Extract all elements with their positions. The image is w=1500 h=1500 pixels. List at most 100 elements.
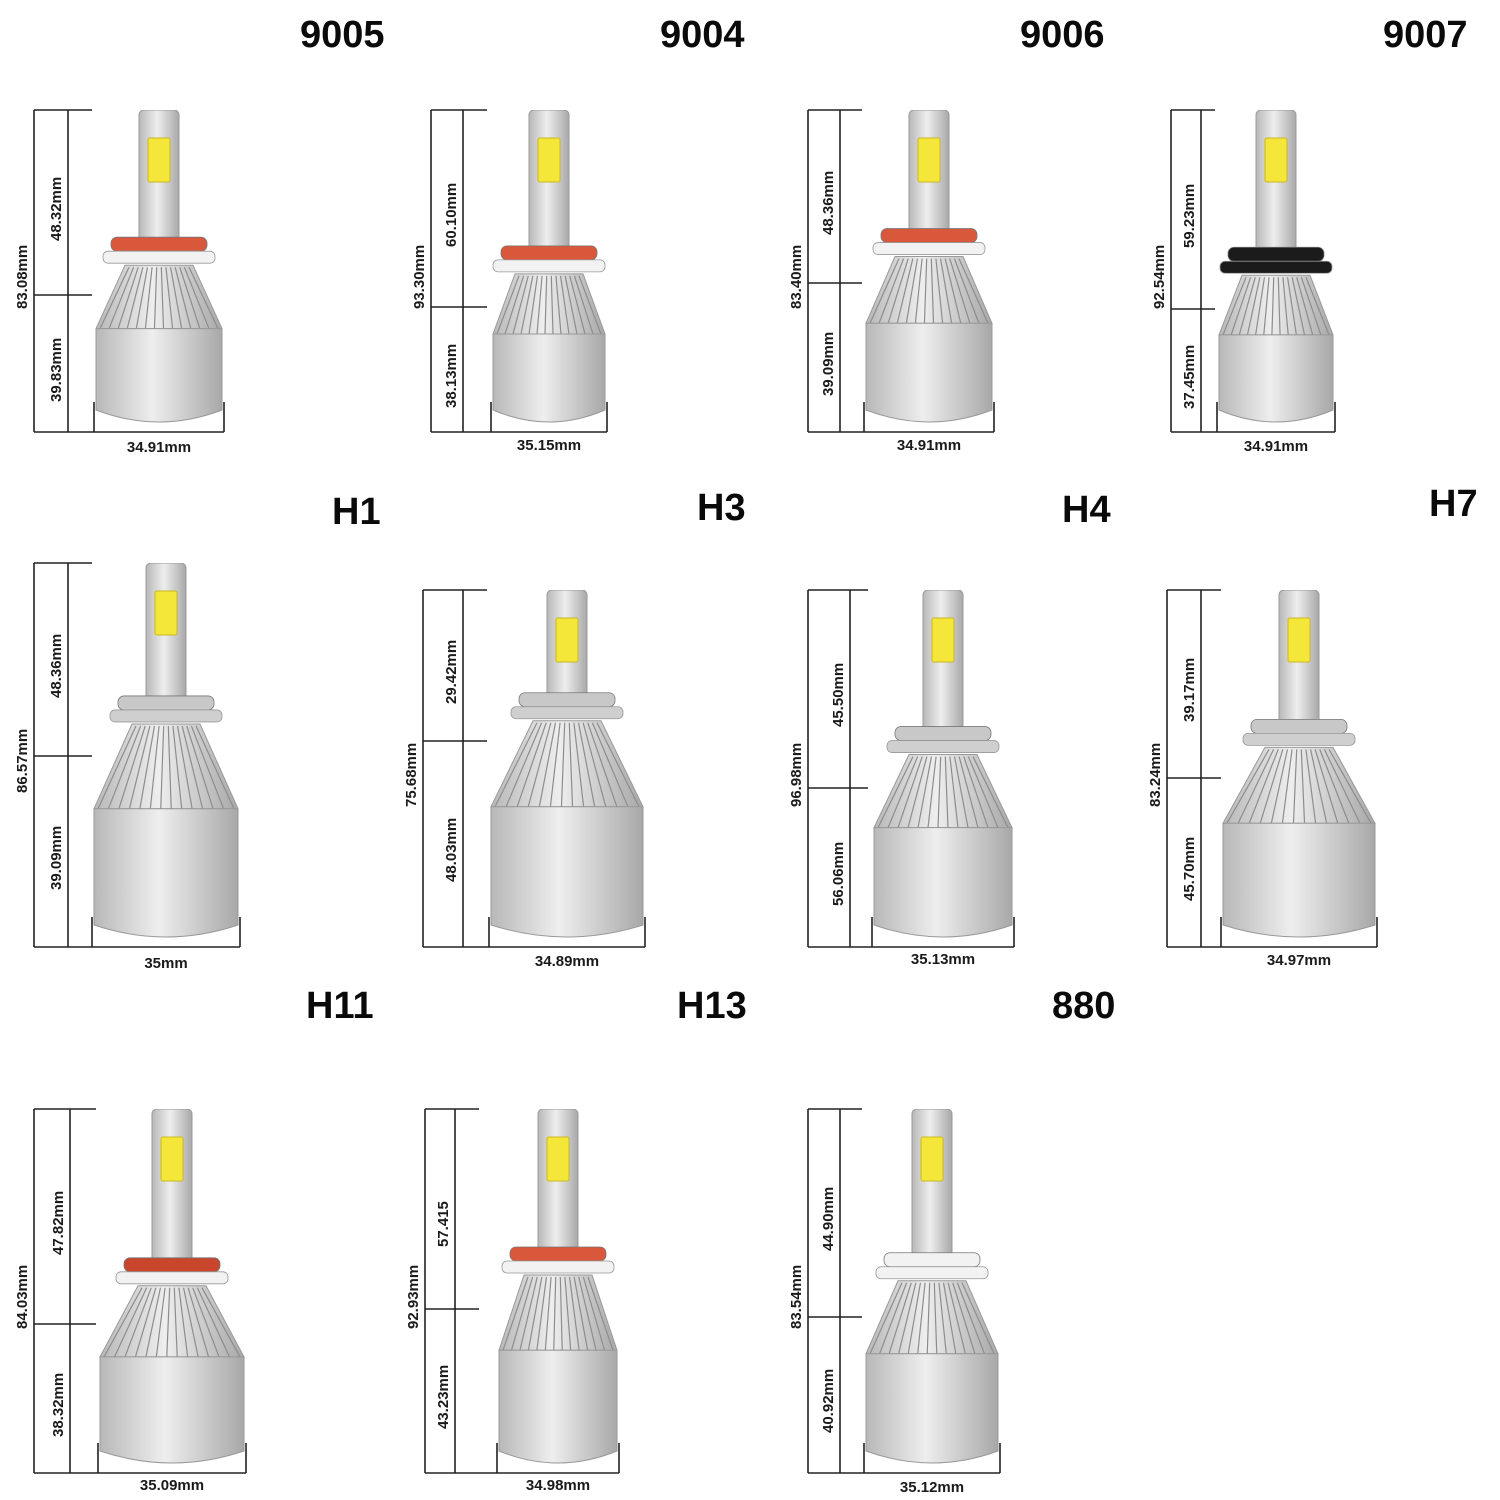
lower-height-label: 39.83mm <box>48 337 65 402</box>
upper-height-label: 44.90mm <box>820 1186 837 1251</box>
bulb-body <box>1222 822 1376 938</box>
bulb-socket-base <box>875 1266 989 1280</box>
led-chip <box>160 1136 184 1182</box>
bulb-body <box>93 808 239 938</box>
bulb-collar <box>880 228 978 243</box>
lower-height-label: 37.45mm <box>1181 344 1198 409</box>
total-height-label: 83.54mm <box>788 1264 805 1329</box>
width-label: 34.91mm <box>1243 438 1309 455</box>
width-label: 35.13mm <box>910 951 976 968</box>
heatsink-fins <box>873 754 1013 829</box>
total-height-label: 83.08mm <box>14 244 31 309</box>
bulb-collar <box>117 695 215 711</box>
led-chip <box>1287 617 1311 663</box>
width-label: 34.89mm <box>534 953 600 970</box>
width-label: 34.91mm <box>126 439 192 456</box>
lower-height-label: 56.06mm <box>830 841 847 906</box>
total-height-label: 96.98mm <box>788 742 805 807</box>
led-chip <box>546 1136 570 1182</box>
led-bulb-illustration <box>490 590 644 938</box>
led-chip <box>1264 137 1288 183</box>
model-title: H3 <box>697 487 746 529</box>
bulb-body <box>95 328 223 423</box>
bulb-stem <box>151 1109 193 1265</box>
model-title: 9004 <box>660 14 745 56</box>
bulb-collar <box>110 236 208 252</box>
led-bulb-illustration <box>498 1109 618 1464</box>
heatsink-fins <box>1218 274 1334 336</box>
heatsink-fins <box>498 1274 618 1351</box>
model-title: 880 <box>1052 985 1116 1027</box>
upper-height-label: 48.36mm <box>48 633 65 698</box>
total-height-label: 92.93mm <box>405 1264 422 1329</box>
model-title: H1 <box>332 491 381 533</box>
led-bulb-illustration <box>492 110 606 423</box>
bulb-socket-base <box>1219 260 1333 274</box>
bulb-socket-base <box>872 242 986 255</box>
led-bulb-illustration <box>95 110 223 423</box>
heatsink-fins <box>492 273 606 335</box>
bulb-stem <box>911 1109 953 1260</box>
bulb-socket-base <box>109 709 223 723</box>
bulb-collar <box>518 692 616 708</box>
led-chip <box>147 137 171 183</box>
width-label: 34.98mm <box>525 1477 591 1494</box>
led-bulb-illustration <box>865 110 993 423</box>
model-title: 9005 <box>300 14 385 56</box>
lower-height-label: 38.32mm <box>50 1372 67 1437</box>
lower-height-label: 48.03mm <box>443 817 460 882</box>
width-label: 34.91mm <box>896 437 962 454</box>
led-chip <box>154 590 178 636</box>
bulb-collar <box>894 726 992 741</box>
width-label: 35.15mm <box>516 437 582 454</box>
bulb-body <box>492 333 606 423</box>
bulb-body <box>865 322 993 423</box>
lower-height-label: 45.70mm <box>1181 836 1198 901</box>
heatsink-fins <box>490 720 644 808</box>
model-title: 9007 <box>1383 14 1468 56</box>
lower-height-label: 40.92mm <box>820 1368 837 1433</box>
bulb-collar <box>1250 718 1348 734</box>
bulb-collar <box>509 1246 607 1262</box>
upper-height-label: 29.42mm <box>443 639 460 704</box>
upper-height-label: 39.17mm <box>1181 657 1198 722</box>
bulb-socket-base <box>115 1271 229 1285</box>
led-chip <box>931 617 955 663</box>
led-chip <box>555 617 579 663</box>
heatsink-fins <box>99 1285 245 1358</box>
total-height-label: 84.03mm <box>14 1264 31 1329</box>
model-title: H11 <box>306 985 374 1027</box>
total-height-label: 83.40mm <box>788 244 805 309</box>
total-height-label: 86.57mm <box>14 728 31 793</box>
bulb-body <box>498 1349 618 1464</box>
bulb-socket-base <box>886 740 1000 753</box>
upper-height-label: 57.415 <box>435 1201 452 1247</box>
total-height-label: 83.24mm <box>1147 742 1164 807</box>
heatsink-fins <box>93 723 239 810</box>
led-bulb-illustration <box>865 1109 999 1464</box>
led-bulb-illustration <box>1218 110 1334 423</box>
model-title: H4 <box>1062 489 1111 531</box>
led-bulb-illustration <box>1222 590 1376 938</box>
led-chip <box>917 137 941 183</box>
width-label: 35.12mm <box>899 1479 965 1496</box>
bulb-collar <box>1227 246 1325 262</box>
lower-height-label: 38.13mm <box>443 343 460 408</box>
total-height-label: 75.68mm <box>403 742 420 807</box>
upper-height-label: 45.50mm <box>830 662 847 727</box>
bulb-socket-base <box>510 706 624 720</box>
width-label: 35mm <box>144 955 188 972</box>
bulb-socket-base <box>102 250 216 264</box>
lower-height-label: 39.09mm <box>48 825 65 890</box>
led-bulb-illustration <box>99 1109 245 1464</box>
upper-height-label: 60.10mm <box>443 182 460 247</box>
bulb-collar <box>500 245 598 261</box>
model-title: H7 <box>1429 483 1478 525</box>
total-height-label: 93.30mm <box>411 244 428 309</box>
led-bulb-illustration <box>93 563 239 938</box>
heatsink-fins <box>1222 746 1376 824</box>
bulb-socket-base <box>1242 732 1356 746</box>
bulb-collar <box>883 1252 981 1268</box>
upper-height-label: 47.82mm <box>50 1190 67 1255</box>
bulb-body <box>99 1356 245 1464</box>
